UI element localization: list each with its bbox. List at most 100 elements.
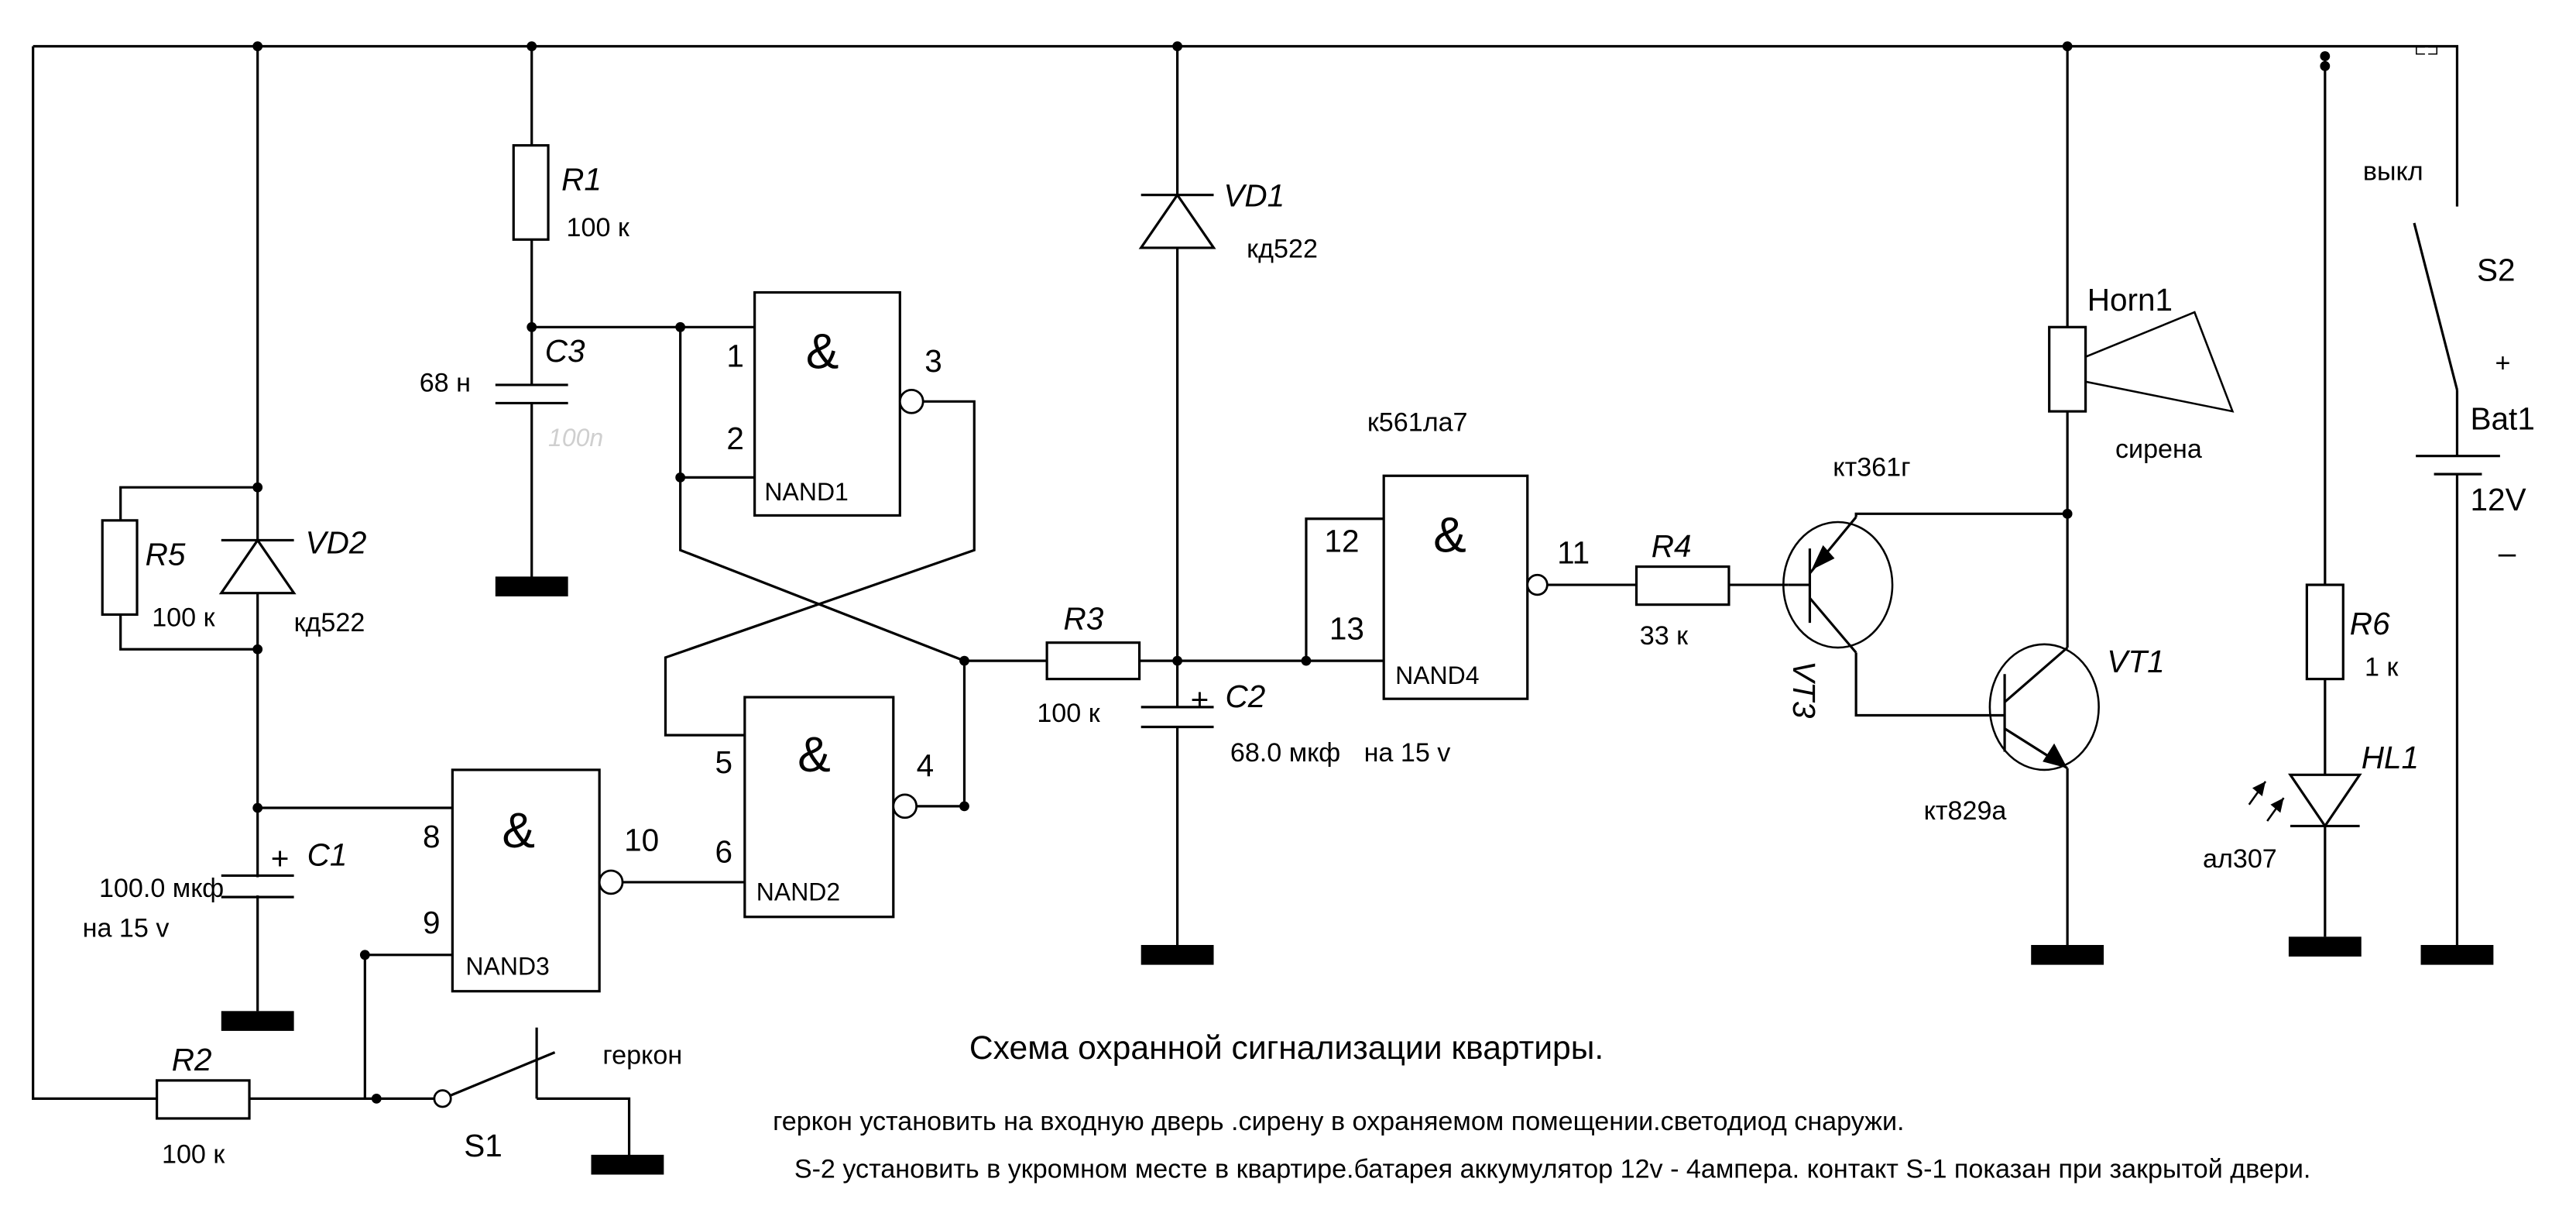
r2-ref: R2 <box>172 1042 212 1077</box>
nand3-gate: & NAND3 8 9 10 <box>359 768 745 1099</box>
nand3-pin-in1: 8 <box>423 819 441 854</box>
r5-resistor <box>101 519 139 617</box>
r1-resistor <box>512 144 550 241</box>
nand1-pin-in2: 2 <box>726 421 744 456</box>
c1-rating: на 15 v <box>83 913 170 943</box>
nand2-label: NAND2 <box>756 878 840 905</box>
r2-s1-branch: R2 100 к S1 геркон <box>156 1027 682 1175</box>
power-switch-battery: выкл S2 + Bat1 12V – <box>2363 156 2535 965</box>
horn-ref: Horn1 <box>2087 282 2173 318</box>
ic-part-label: к561ла7 <box>1367 408 1468 438</box>
vd1-diode-icon <box>1138 192 1216 249</box>
battery-ref: Bat1 <box>2471 401 2535 437</box>
r1-value: 100 к <box>567 213 630 242</box>
nand1-pin-out: 3 <box>924 343 942 379</box>
r6-resistor <box>2305 583 2344 681</box>
power-rail: ⊏⊐ <box>32 41 2459 1100</box>
vd1-ref: VD1 <box>1223 178 1285 214</box>
nand2-gate: & NAND2 5 6 4 <box>715 655 969 919</box>
r4-value: 33 к <box>1640 621 1689 651</box>
vt1-ref: VT1 <box>2107 644 2164 679</box>
nand3-symbol: & <box>502 802 535 858</box>
c3-ref: C3 <box>545 333 585 369</box>
s2-switch-icon[interactable] <box>2413 222 2458 390</box>
horn-label: сирена <box>2115 435 2202 464</box>
vt3-ref: VT3 <box>1786 661 1822 719</box>
output-stage: R4 33 к кт361г VT3 VT1 кт829а <box>1634 46 2235 965</box>
nand4-inverter-bubble <box>1526 573 1549 596</box>
diagram-title: Схема охранной сигнализации квартиры. <box>969 1029 1604 1067</box>
nand1-pin-in1: 1 <box>726 338 744 373</box>
c3-capacitor-icon <box>495 383 568 405</box>
corner-mark: ⊏⊐ <box>2414 42 2439 58</box>
nand1-gate: & NAND1 1 2 3 <box>664 290 976 737</box>
vd1-part: кд522 <box>1247 235 1318 264</box>
r6-ref: R6 <box>2350 606 2390 641</box>
ground-icon <box>1141 945 1214 965</box>
c2-rating: на 15 v <box>1364 738 1451 768</box>
ground-icon <box>2031 945 2104 965</box>
horn-siren-icon <box>2048 311 2235 413</box>
nand3-inverter-bubble <box>598 869 624 895</box>
vd2-part: кд522 <box>294 608 365 637</box>
r1-c3-column: R1 100 к C3 68 н 100n <box>420 46 755 596</box>
r6-value: 1 к <box>2365 652 2399 682</box>
r2-resistor <box>156 1079 251 1120</box>
ground-icon <box>221 1011 294 1031</box>
vd2-ref: VD2 <box>306 525 367 561</box>
nand4-pin-out: 11 <box>1557 534 1590 570</box>
r5-ref: R5 <box>146 536 186 572</box>
note-line-2: S-2 установить в укромном месте в кварти… <box>794 1155 2311 1184</box>
s1-ref: S1 <box>464 1128 503 1163</box>
c3-ghost-value: 100n <box>548 424 603 452</box>
s1-label: геркон <box>602 1041 682 1070</box>
nand2-pin-in1: 5 <box>715 744 732 780</box>
battery-icon <box>2416 455 2500 476</box>
hl1-ref: HL1 <box>2362 740 2419 775</box>
c1-value: 100.0 мкф <box>99 874 224 903</box>
c3-value: 68 н <box>420 368 471 397</box>
timing-network: R3 100 к VD1 кд522 + C2 68.0 мкф на 15 v <box>964 46 1450 965</box>
battery-minus: – <box>2499 534 2516 570</box>
vt3-part: кт361г <box>1833 452 1910 482</box>
r2-value: 100 к <box>162 1140 225 1170</box>
nand2-symbol: & <box>797 727 831 782</box>
ground-icon <box>495 576 568 596</box>
hl1-part: ал307 <box>2203 844 2277 874</box>
ground-icon <box>2288 936 2362 957</box>
c2-polarity: + <box>1191 682 1209 717</box>
nand3-pin-out: 10 <box>624 822 659 857</box>
indicator-branch: R6 1 к HL1 ал307 <box>2203 51 2419 957</box>
ground-icon <box>591 1154 664 1175</box>
r3-ref: R3 <box>1063 601 1103 637</box>
c2-value: 68.0 мкф <box>1230 738 1340 768</box>
vd2-diode-icon <box>218 538 297 595</box>
c2-ref: C2 <box>1225 679 1265 714</box>
nand3-pin-in2: 9 <box>423 905 441 940</box>
nand2-pin-out: 4 <box>917 747 935 783</box>
battery-voltage: 12V <box>2471 482 2526 517</box>
nand1-symbol: & <box>806 324 839 380</box>
ground-icon <box>2420 945 2494 965</box>
nand2-inverter-bubble <box>892 793 918 819</box>
r3-value: 100 к <box>1037 699 1100 728</box>
r5-value: 100 к <box>152 603 215 632</box>
nand1-inverter-bubble <box>898 388 924 414</box>
nand4-label: NAND4 <box>1395 661 1479 689</box>
c1-ref: C1 <box>307 837 348 873</box>
nand4-symbol: & <box>1433 507 1466 562</box>
nand2-pin-in2: 6 <box>715 833 732 869</box>
r4-ref: R4 <box>1652 528 1692 564</box>
nand4-pin-in2: 13 <box>1329 610 1364 646</box>
nand3-label: NAND3 <box>465 952 549 980</box>
vt3-transistor-icon <box>1782 512 2068 717</box>
c1-capacitor-icon <box>221 874 294 898</box>
s1-reed-switch-icon <box>433 1027 631 1157</box>
r1-ref: R1 <box>561 161 602 197</box>
c1-polarity: + <box>271 840 290 876</box>
vt1-part: кт829а <box>1924 796 2007 826</box>
r3-resistor <box>1045 641 1141 681</box>
r4-resistor <box>1634 565 1730 606</box>
s2-ref: S2 <box>2477 253 2516 288</box>
